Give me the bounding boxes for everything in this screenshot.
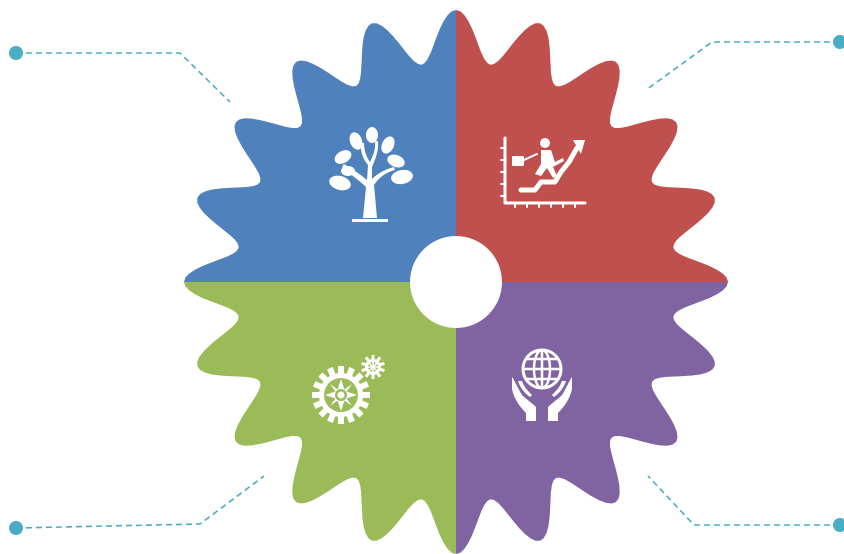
globe-in-hands-icon — [512, 348, 572, 421]
callout-top-left — [9, 46, 231, 103]
gears-icon — [312, 355, 385, 424]
callout-bottom-right — [647, 475, 844, 532]
quadrant-bottom-left — [184, 282, 456, 554]
quadrant-bottom-right — [456, 282, 728, 554]
callout-bottom-left — [9, 475, 265, 535]
quadrant-top-left — [184, 10, 456, 282]
quadrant-top-right — [456, 10, 728, 282]
center-hub — [410, 236, 502, 328]
callout-top-right — [645, 35, 844, 91]
growth-chart-runner-icon — [500, 136, 587, 208]
money-tree-icon — [329, 127, 413, 222]
